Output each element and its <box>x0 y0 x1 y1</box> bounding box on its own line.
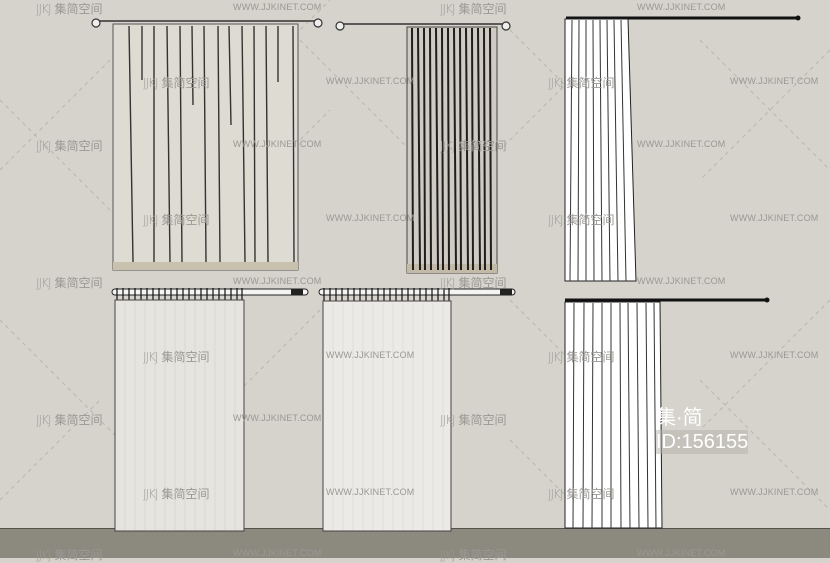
url-watermark: WWW.JJKINET.COM <box>233 413 322 423</box>
url-watermark: WWW.JJKINET.COM <box>637 2 726 12</box>
url-watermark: WWW.JJKINET.COM <box>233 548 322 558</box>
url-watermark: WWW.JJKINET.COM <box>326 76 415 86</box>
url-watermark: WWW.JJKINET.COM <box>233 276 322 286</box>
stamp-title: 集·简 <box>656 407 703 429</box>
url-watermark: WWW.JJKINET.COM <box>730 350 819 360</box>
url-watermark: WWW.JJKINET.COM <box>730 213 819 223</box>
url-watermark: WWW.JJKINET.COM <box>730 76 819 86</box>
url-watermark: WWW.JJKINET.COM <box>326 350 415 360</box>
url-watermark: WWW.JJKINET.COM <box>233 139 322 149</box>
id-stamp: 集·简 ID:156155 <box>656 406 749 454</box>
url-watermark: WWW.JJKINET.COM <box>637 139 726 149</box>
url-watermark: WWW.JJKINET.COM <box>233 2 322 12</box>
floor <box>0 528 830 558</box>
url-watermark: WWW.JJKINET.COM <box>730 487 819 497</box>
stamp-id: ID:156155 <box>656 430 749 454</box>
url-watermark: WWW.JJKINET.COM <box>637 276 726 286</box>
url-watermark: WWW.JJKINET.COM <box>637 548 726 558</box>
url-watermark: WWW.JJKINET.COM <box>326 213 415 223</box>
url-watermark: WWW.JJKINET.COM <box>326 487 415 497</box>
